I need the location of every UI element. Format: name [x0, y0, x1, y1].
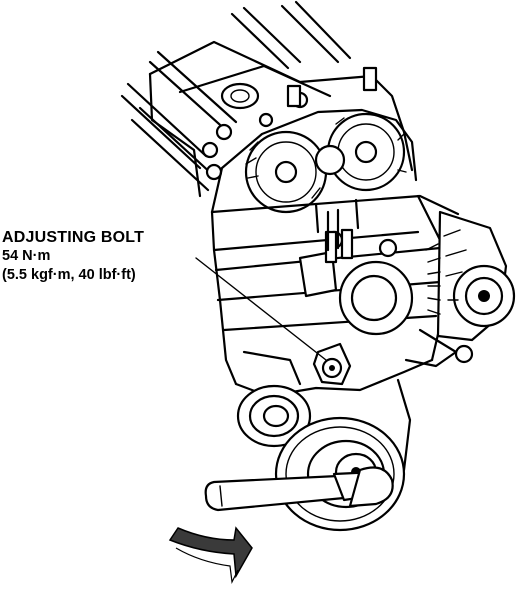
cylinder-head [148, 40, 414, 198]
callout-torque-alt-units: (5.5 kgf·m, 40 lbf·ft) [2, 267, 136, 283]
adjusting-bolt-callout: ADJUSTING BOLT 54 N·m (5.5 kgf·m, 40 lbf… [2, 228, 144, 285]
wrench-tool [204, 466, 394, 512]
idler-pulley [236, 384, 312, 448]
callout-title: ADJUSTING BOLT [2, 229, 145, 246]
callout-leader-line [195, 257, 327, 361]
intake-runners [120, 0, 352, 192]
adjusting-bolt [312, 342, 352, 386]
alternator [404, 210, 516, 368]
rotation-arrow-icon [168, 526, 253, 585]
engine-block [210, 194, 460, 386]
bracket-rods [326, 208, 340, 252]
callout-torque-nm: 54 N·m [2, 248, 51, 264]
timing-belt-area [210, 108, 418, 214]
